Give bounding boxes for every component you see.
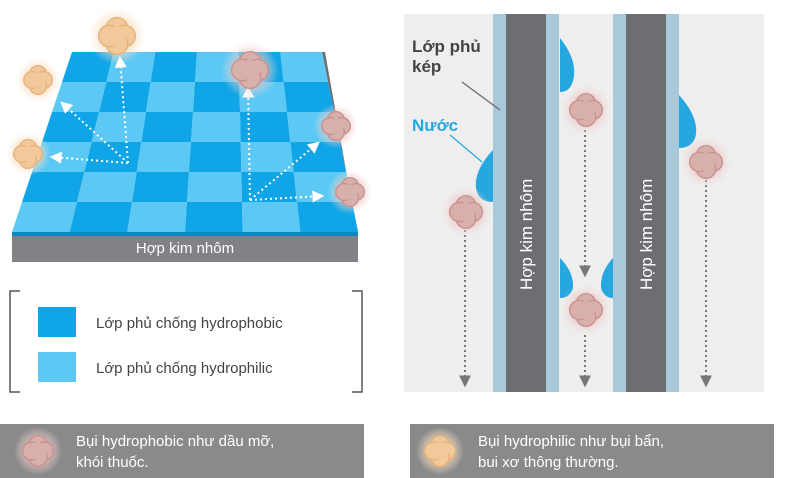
surface-tile: [42, 112, 99, 142]
surface-tile: [91, 112, 146, 142]
hydrophobic-desc-line1: Bụi hydrophobic như dầu mỡ,: [76, 433, 274, 450]
surface-tile: [52, 82, 107, 112]
slab-label: Hợp kim nhôm: [136, 240, 234, 257]
dust-particle: [88, 7, 146, 65]
dust-particle: [416, 427, 464, 475]
water-droplets: [475, 38, 697, 298]
column-label-1: Hợp kim nhôm: [517, 179, 536, 290]
water-drop: [600, 258, 613, 298]
water-leader-line: [449, 134, 483, 163]
surface-tile: [12, 202, 77, 232]
dust-particle: [560, 84, 612, 136]
dust-particle: [15, 57, 61, 103]
surface-tile: [290, 142, 346, 172]
alloy-column-2: [626, 14, 666, 392]
hydrophobic-particle-icon: [14, 427, 62, 475]
hydrophilic-desc-line1: Bụi hydrophilic như bụi bẩn,: [478, 433, 664, 450]
coat-layer-right-1: [546, 14, 559, 392]
coat-label-line1: Lớp phủ: [412, 37, 481, 56]
dust-particle: [327, 169, 373, 215]
water-drop: [560, 258, 574, 298]
surface-tile: [185, 202, 243, 232]
surface-tile: [240, 142, 294, 172]
dust-particle: [440, 186, 492, 238]
dust-particle: [14, 427, 62, 475]
surface-tile: [189, 142, 242, 172]
surface-tile: [146, 82, 195, 112]
surface-tile: [77, 172, 137, 202]
surface-tile: [241, 172, 297, 202]
surface-tile: [191, 112, 241, 142]
reflection-arrows: [49, 55, 325, 203]
surface-tile: [136, 142, 191, 172]
tile-grid: [12, 52, 358, 236]
checkered-surface: Hợp kim nhôm: [12, 52, 358, 262]
alloy-slab-front: [12, 232, 358, 262]
pink-particles-left: [221, 41, 373, 215]
water-drop: [475, 150, 493, 202]
cross-section-panel: Hợp kim nhôm Hợp kim nhôm Lớp phủ kép Nư…: [404, 14, 764, 392]
surface-tile: [84, 142, 142, 172]
surface-tile: [283, 82, 334, 112]
surface-tile: [22, 172, 85, 202]
column-label-2: Hợp kim nhôm: [637, 179, 656, 290]
surface-tile: [280, 52, 328, 82]
water-label: Nước: [412, 116, 458, 135]
water-drop: [560, 38, 575, 92]
legend-swatch-hydrophobic: [38, 307, 76, 337]
falling-arrows: [459, 130, 712, 388]
bottom-legend: Bụi hydrophobic như dầu mỡ, khói thuốc. …: [0, 424, 774, 478]
bottom-bar-right: [410, 424, 774, 478]
surface-tile: [187, 172, 242, 202]
coat-label-line2: kép: [412, 57, 441, 76]
legend: Lớp phủ chống hydrophobic Lớp phủ chống …: [9, 290, 363, 393]
surface-tile: [99, 82, 151, 112]
dust-particle: [313, 103, 359, 149]
alloy-column-1: [506, 14, 546, 392]
dust-particle: [560, 284, 612, 336]
surface-tile: [69, 202, 132, 232]
legend-swatch-hydrophilic: [38, 352, 76, 382]
surface-tile: [193, 82, 240, 112]
surface-tile: [141, 112, 193, 142]
pink-particles-right: [440, 84, 732, 336]
surface-tile: [132, 172, 189, 202]
legend-label-hydrophobic: Lớp phủ chống hydrophobic: [96, 315, 283, 332]
tan-particles-left: [5, 7, 146, 177]
surface-tile: [242, 202, 301, 232]
water-drop: [679, 95, 697, 148]
surface-edge: [12, 232, 358, 236]
hydrophilic-desc-line2: bui xơ thông thường.: [478, 454, 619, 471]
coat-layer-left-1: [493, 14, 506, 392]
coat-layer-left-2: [613, 14, 626, 392]
legend-label-hydrophilic: Lớp phủ chống hydrophilic: [96, 360, 273, 377]
coat-layer-right-2: [666, 14, 679, 392]
hydrophobic-desc-line2: khói thuốc.: [76, 454, 149, 471]
surface-tile: [240, 112, 291, 142]
hydrophilic-particle-icon: [416, 427, 464, 475]
dust-particle: [680, 136, 732, 188]
dust-particle: [221, 41, 279, 99]
surface-tile: [150, 52, 197, 82]
coat-leader-line: [461, 81, 501, 111]
dust-particle: [5, 131, 51, 177]
surface-tile: [127, 202, 187, 232]
